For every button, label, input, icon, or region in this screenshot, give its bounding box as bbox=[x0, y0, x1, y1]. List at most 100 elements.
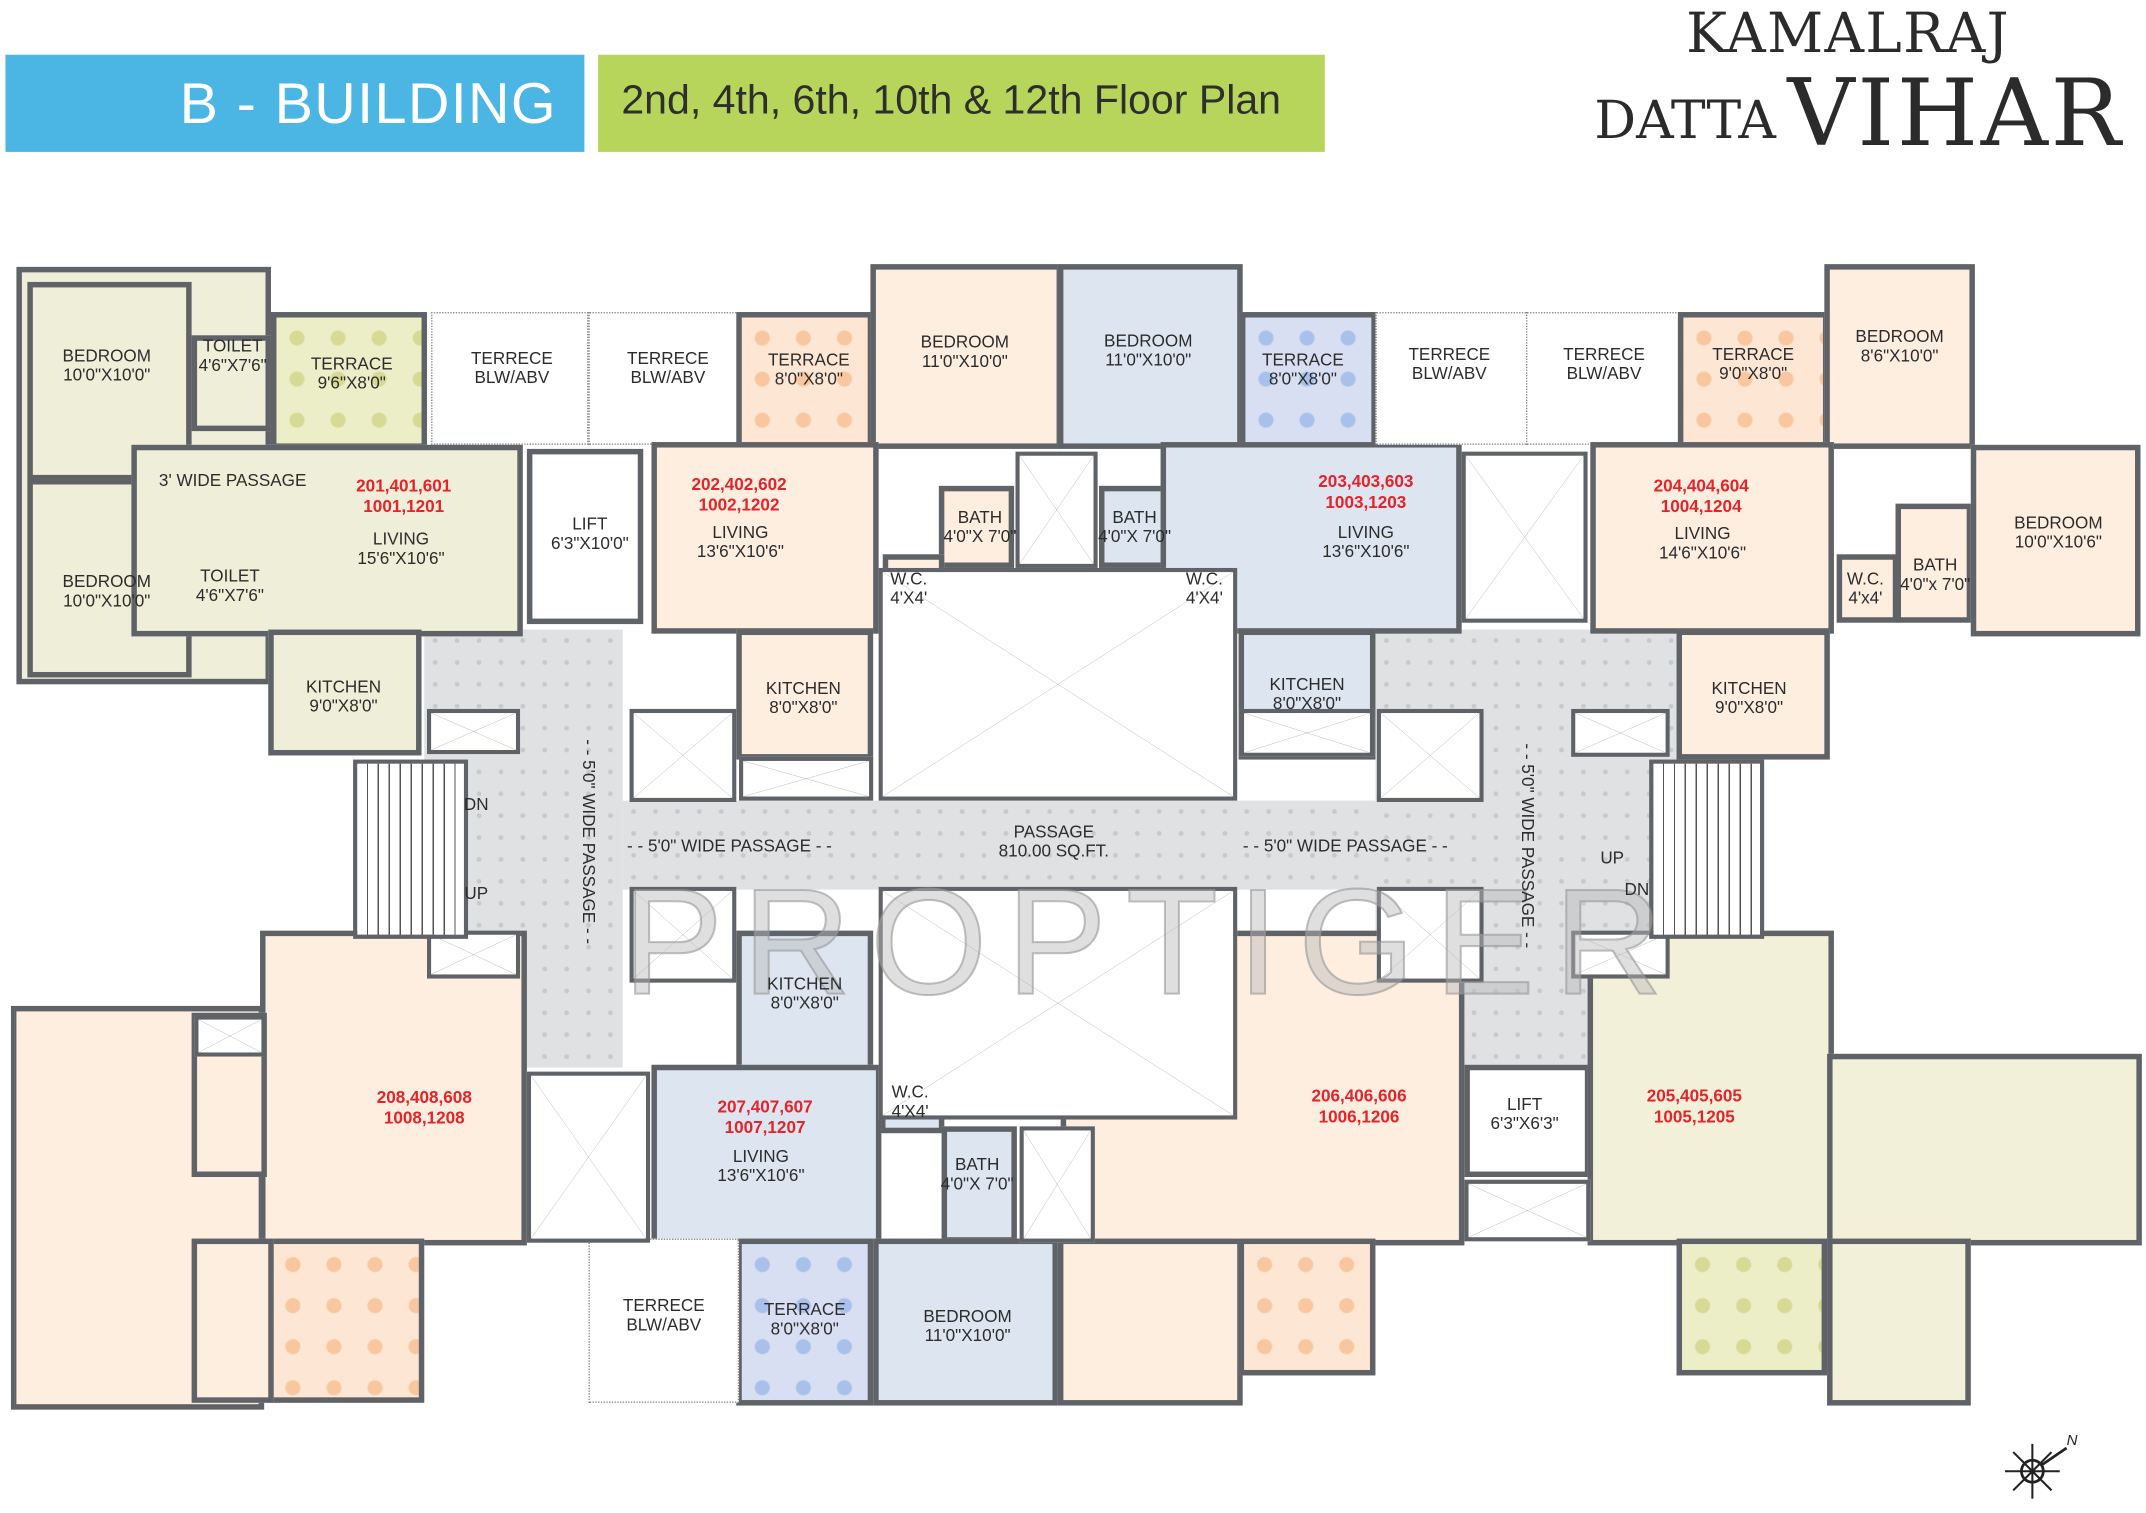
room-name: LIVING bbox=[372, 529, 430, 549]
bath bbox=[938, 485, 1015, 568]
unit-flats: 204,404,604 bbox=[1653, 476, 1749, 496]
room-name: TERRECE bbox=[1408, 344, 1491, 365]
room-name: TERRECE bbox=[627, 348, 709, 369]
room-name: TERRACE bbox=[767, 350, 850, 370]
unit-flats-upper: 1007,1207 bbox=[724, 1118, 806, 1138]
room-size: BLW/ABV bbox=[626, 1315, 702, 1335]
room-size: BLW/ABV bbox=[1566, 364, 1642, 384]
terrace bbox=[1676, 1238, 1828, 1376]
stair-up-left: UP bbox=[464, 884, 489, 904]
room-size: 9'0"X8'0" bbox=[1714, 697, 1784, 718]
room-size: 8'0"X8'0" bbox=[1268, 369, 1337, 389]
unit-flats: 201,401,601 bbox=[356, 476, 452, 496]
room-size: 10'0"X10'0" bbox=[63, 365, 151, 385]
shaft-cross-icon bbox=[431, 934, 516, 975]
unit-flats-upper: 1005,1205 bbox=[1653, 1107, 1735, 1127]
lift bbox=[526, 448, 644, 625]
room-name: BEDROOM bbox=[62, 346, 151, 366]
wc bbox=[1836, 554, 1899, 623]
duct-shaft bbox=[1376, 708, 1484, 802]
staircase-right bbox=[1649, 759, 1765, 939]
stair-up-right: UP bbox=[1600, 848, 1625, 868]
room-size: 14'6"X10'6" bbox=[1658, 543, 1747, 563]
room-label: W.C.4'X4' bbox=[890, 569, 927, 607]
room-label: W.C.4'X4' bbox=[892, 1083, 929, 1121]
room-name: BEDROOM bbox=[923, 1307, 1012, 1327]
room-size: 4'6"X7'6" bbox=[198, 355, 267, 375]
shaft-cross-icon bbox=[1380, 890, 1480, 979]
room-size: 4'0"x 7'0" bbox=[1900, 574, 1971, 594]
room-name: W.C. bbox=[1185, 569, 1223, 589]
room-size: 4'0"X 7'0" bbox=[1098, 526, 1172, 547]
unit-flats-upper: 1001,1201 bbox=[363, 496, 445, 516]
lift bbox=[1464, 1064, 1591, 1177]
terrace bbox=[1238, 1238, 1376, 1376]
room-name: TERRACE bbox=[1262, 350, 1344, 370]
room-name: TOILET bbox=[200, 566, 260, 586]
room-name: TERRACE bbox=[310, 354, 393, 374]
room-size: 8'0"X8'0" bbox=[770, 993, 839, 1013]
terrace bbox=[736, 1238, 874, 1406]
room-name: TERRECE bbox=[1563, 344, 1645, 365]
compass-icon: N bbox=[2004, 1432, 2078, 1499]
kitchen bbox=[736, 629, 874, 760]
terrace bbox=[266, 1238, 425, 1403]
room-name: BATH bbox=[954, 1155, 1000, 1175]
unit-flats: 207,407,607 bbox=[717, 1097, 813, 1117]
room-size: 11'0"X10'0" bbox=[1105, 350, 1192, 370]
bedroom bbox=[1970, 444, 2141, 637]
room-name: LIVING bbox=[1337, 522, 1394, 542]
kitchen bbox=[268, 629, 422, 756]
room-size: 8'0"X8'0" bbox=[774, 369, 843, 389]
room-label: W.C.4'X4' bbox=[1186, 569, 1223, 607]
shaft-cross-icon bbox=[1380, 713, 1480, 798]
room-size: 11'0"X10'0" bbox=[921, 351, 1008, 371]
room-name: LIVING bbox=[712, 522, 769, 542]
room-name: 3' WIDE PASSAGE bbox=[158, 470, 307, 490]
passage-name: PASSAGE bbox=[1013, 822, 1095, 842]
terrace-below-above bbox=[431, 312, 589, 445]
bedroom bbox=[870, 264, 1063, 449]
room-size: BLW/ABV bbox=[474, 368, 550, 388]
room-name: LIFT bbox=[1507, 1094, 1543, 1115]
building-title: B - BUILDING bbox=[179, 71, 558, 136]
room-name: KITCHEN bbox=[1269, 674, 1345, 694]
room-size: 8'0"X8'0" bbox=[769, 697, 838, 718]
room-name: KITCHEN bbox=[305, 677, 382, 697]
common-passage bbox=[622, 800, 1390, 890]
room-name: W.C. bbox=[890, 569, 928, 589]
room-size: BLW/ABV bbox=[630, 368, 706, 388]
unit-flats: 205,405,605 bbox=[1646, 1086, 1742, 1106]
room-size: 4'0"X 7'0" bbox=[943, 526, 1017, 547]
passage-label-left: - - 5'0" WIDE PASSAGE - - bbox=[627, 836, 832, 856]
shaft-cross-icon bbox=[1244, 713, 1370, 753]
room-label: 3' WIDE PASSAGE bbox=[159, 471, 306, 490]
duct-shaft bbox=[878, 567, 1238, 801]
bedroom bbox=[873, 1238, 1058, 1406]
room-size: 9'0"X8'0" bbox=[1719, 364, 1788, 384]
shaft-cross-icon bbox=[1468, 1183, 1587, 1238]
room-name: TERRACE bbox=[763, 1300, 846, 1320]
shaft-cross-icon bbox=[1575, 934, 1666, 975]
room-size: 13'6"X10'6" bbox=[1322, 541, 1410, 562]
room-size: 9'0"X8'0" bbox=[309, 696, 378, 716]
staircase-left bbox=[353, 759, 469, 939]
room-name: BATH bbox=[1913, 555, 1958, 575]
duct-shaft bbox=[629, 708, 737, 802]
